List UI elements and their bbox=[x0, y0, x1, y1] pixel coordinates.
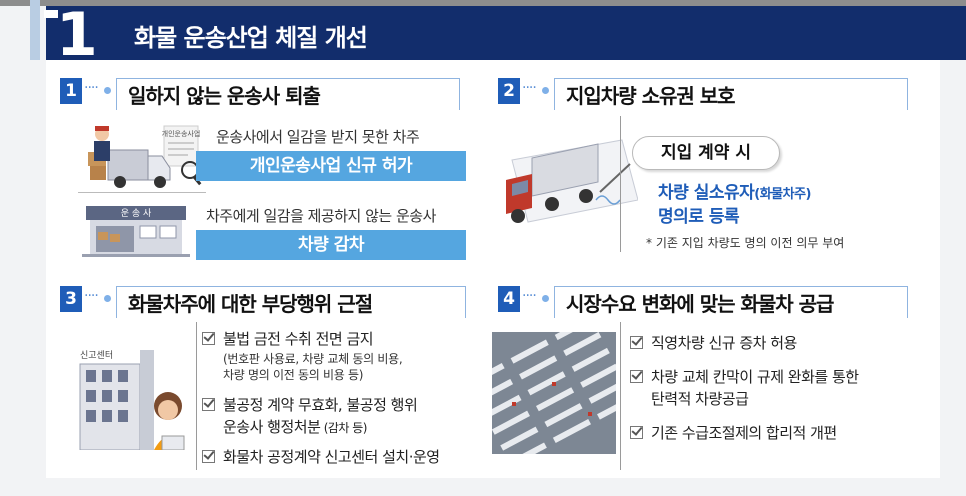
s3-item2: 불공정 계약 무효화, 불공정 행위 bbox=[202, 394, 418, 415]
s4-item2: 차량 교체 칸막이 규제 완화를 통한 bbox=[630, 366, 859, 387]
banner-number: 1 bbox=[44, 0, 98, 70]
section-1-number: 1 bbox=[60, 78, 82, 104]
s2-note: * 기존 지입 차량도 명의 이전 의무 부여 bbox=[646, 236, 845, 250]
truck-contract-illustration bbox=[506, 139, 638, 223]
s3-item1-sub2: 차량 명의 이전 동의 비용 등) bbox=[223, 368, 364, 382]
section-1-header: 1 ···· 일하지 않는 운송사 퇴출 bbox=[60, 74, 460, 110]
truck-yard-photo bbox=[492, 332, 616, 454]
s4-item3: 기존 수급조절제의 합리적 개편 bbox=[630, 422, 837, 443]
heading-frame bbox=[116, 78, 460, 110]
dots-connector: ···· bbox=[84, 80, 99, 96]
section-banner: 1 화물 운송산업 체질 개선 bbox=[44, 0, 966, 70]
section-4-heading: 시장수요 변화에 맞는 화물차 공급 bbox=[566, 292, 834, 316]
owner-line2: 명의로 등록 bbox=[658, 207, 740, 227]
section-4-number: 4 bbox=[498, 286, 520, 312]
section-1-heading: 일하지 않는 운송사 퇴출 bbox=[128, 84, 321, 108]
s3-item1: 불법 금전 수취 전면 금지 bbox=[202, 328, 374, 349]
dots-connector: ···· bbox=[522, 80, 537, 96]
section-2-heading: 지입차량 소유권 보호 bbox=[566, 84, 736, 108]
s4-item2-line2: 탄력적 차량공급 bbox=[651, 390, 749, 408]
dot-marker bbox=[104, 87, 111, 94]
s1-line2: 차주에게 일감을 제공하지 않는 운송사 bbox=[206, 207, 436, 225]
dot-marker bbox=[104, 295, 111, 302]
s1-line1: 운송사에서 일감을 받지 못한 차주 bbox=[216, 128, 420, 146]
heading-frame bbox=[554, 286, 908, 318]
s4-item1: 직영차량 신규 증차 허용 bbox=[630, 332, 797, 353]
transport-company-illustration: 운 송 사 bbox=[82, 206, 190, 257]
contract-pill: 지입 계약 시 bbox=[632, 136, 780, 170]
section-2-header: 2 ···· 지입차량 소유권 보호 bbox=[498, 74, 908, 110]
divider bbox=[620, 322, 621, 470]
illus-company-label: 운 송 사 bbox=[121, 208, 152, 219]
owner-line1: 차량 실소유자(화물차주) bbox=[658, 183, 811, 203]
truck-owner-illustration: 개인운송사업 bbox=[78, 125, 206, 193]
section-2-number: 2 bbox=[498, 78, 520, 104]
report-center-illustration: 신고센터 bbox=[79, 350, 185, 450]
section-3-number: 3 bbox=[60, 286, 82, 312]
heading-frame bbox=[116, 286, 466, 318]
illus-permit-label: 개인운송사업 bbox=[162, 129, 201, 138]
dots-connector: ···· bbox=[84, 288, 99, 304]
dots-connector: ···· bbox=[522, 288, 537, 304]
s3-item1-sub1: (번호판 사용료, 차량 교체 동의 비용, bbox=[223, 352, 403, 366]
left-accent bbox=[30, 0, 40, 60]
divider bbox=[620, 116, 621, 252]
section-3-header: 3 ···· 화물차주에 대한 부당행위 근절 bbox=[60, 282, 466, 318]
content-card: 1 ···· 일하지 않는 운송사 퇴출 개인운송사업 운송사에서 일감을 받지… bbox=[46, 60, 940, 478]
heading-frame bbox=[554, 78, 908, 110]
dot-marker bbox=[542, 87, 549, 94]
divider bbox=[196, 322, 197, 470]
s1-bar2: 차량 감차 bbox=[196, 230, 466, 260]
illus-center-label: 신고센터 bbox=[80, 350, 113, 361]
s3-item2-line2: 운송사 행정처분 (감차 등) bbox=[223, 418, 367, 436]
s3-item3: 화물차 공정계약 신고센터 설치·운영 bbox=[202, 446, 440, 467]
top-strip bbox=[0, 0, 966, 6]
s1-bar1: 개인운송사업 신규 허가 bbox=[196, 151, 466, 181]
dot-marker bbox=[542, 295, 549, 302]
section-3-heading: 화물차주에 대한 부당행위 근절 bbox=[128, 292, 373, 316]
section-4-header: 4 ···· 시장수요 변화에 맞는 화물차 공급 bbox=[498, 282, 908, 318]
banner-title: 화물 운송산업 체질 개선 bbox=[134, 24, 368, 52]
